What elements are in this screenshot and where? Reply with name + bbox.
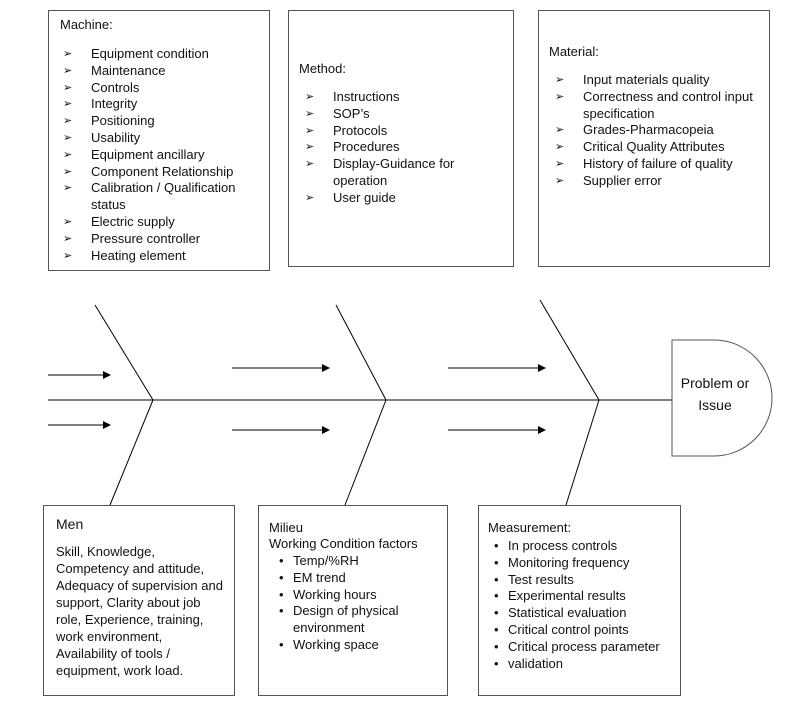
milieu-subtitle: Working Condition factors xyxy=(269,536,418,551)
material-item: Correctness and control input specificat… xyxy=(549,89,761,123)
machine-list: Equipment conditionMaintenanceControlsIn… xyxy=(57,46,261,264)
problem-label: Problem or Issue xyxy=(680,375,750,413)
measurement-item: Critical control points xyxy=(488,622,672,639)
measurement-item: validation xyxy=(488,656,672,673)
method-item: Instructions xyxy=(299,89,505,106)
bone-milieu xyxy=(344,399,387,506)
measurement-item: In process controls xyxy=(488,538,672,555)
milieu-item: Temp/%RH xyxy=(273,553,439,570)
machine-item: Component Relationship xyxy=(57,164,261,181)
milieu-item: Working hours xyxy=(273,587,439,604)
machine-item: Equipment ancillary xyxy=(57,147,261,164)
problem-head-shape xyxy=(671,339,773,457)
measurement-item: Monitoring frequency xyxy=(488,555,672,572)
method-item: Display-Guidance for operation xyxy=(299,156,505,190)
bone-material xyxy=(539,299,600,401)
machine-item: Pressure controller xyxy=(57,231,261,248)
bone-method xyxy=(335,304,387,401)
machine-title: Machine: xyxy=(60,17,113,32)
milieu-list: Temp/%RHEM trendWorking hoursDesign of p… xyxy=(273,553,439,654)
method-item: User guide xyxy=(299,190,505,207)
milieu-title: Milieu xyxy=(269,520,303,535)
machine-item: Positioning xyxy=(57,113,261,130)
machine-item: Calibration / Qualification status xyxy=(57,180,261,214)
material-item: History of failure of quality xyxy=(549,156,761,173)
method-item: Procedures xyxy=(299,139,505,156)
method-list: InstructionsSOP’sProtocolsProceduresDisp… xyxy=(299,89,505,207)
machine-item: Maintenance xyxy=(57,63,261,80)
material-item: Supplier error xyxy=(549,173,761,190)
machine-item: Equipment condition xyxy=(57,46,261,63)
bone-measurement xyxy=(565,399,600,506)
milieu-item: Design of physical environment xyxy=(273,603,439,637)
method-item: SOP’s xyxy=(299,106,505,123)
milieu-box: Milieu Working Condition factors Temp/%R… xyxy=(258,505,448,696)
material-title: Material: xyxy=(549,44,599,59)
material-item: Input materials quality xyxy=(549,72,761,89)
measurement-box: Measurement: In process controlsMonitori… xyxy=(478,505,681,696)
machine-item: Integrity xyxy=(57,96,261,113)
machine-item: Usability xyxy=(57,130,261,147)
bone-men xyxy=(109,399,154,506)
measurement-item: Experimental results xyxy=(488,588,672,605)
men-text: Skill, Knowledge, Competency and attitud… xyxy=(56,544,223,678)
milieu-item: Working space xyxy=(273,637,439,654)
material-box: Material: Input materials qualityCorrect… xyxy=(538,10,770,267)
bone-machine xyxy=(94,304,154,401)
material-item: Grades-Pharmacopeia xyxy=(549,122,761,139)
measurement-list: In process controlsMonitoring frequencyT… xyxy=(488,538,672,672)
machine-box: Machine: Equipment conditionMaintenanceC… xyxy=(48,10,270,271)
measurement-title: Measurement: xyxy=(488,520,572,535)
men-box: Men Skill, Knowledge, Competency and att… xyxy=(43,505,235,696)
men-title: Men xyxy=(56,516,84,532)
method-item: Protocols xyxy=(299,123,505,140)
machine-item: Heating element xyxy=(57,248,261,265)
measurement-item: Test results xyxy=(488,572,672,589)
method-box: Method: InstructionsSOP’sProtocolsProced… xyxy=(288,10,514,267)
machine-item: Electric supply xyxy=(57,214,261,231)
material-list: Input materials qualityCorrectness and c… xyxy=(549,72,761,190)
milieu-item: EM trend xyxy=(273,570,439,587)
method-title: Method: xyxy=(299,61,346,76)
material-item: Critical Quality Attributes xyxy=(549,139,761,156)
measurement-item: Critical process parameter xyxy=(488,639,672,656)
machine-item: Controls xyxy=(57,80,261,97)
measurement-item: Statistical evaluation xyxy=(488,605,672,622)
